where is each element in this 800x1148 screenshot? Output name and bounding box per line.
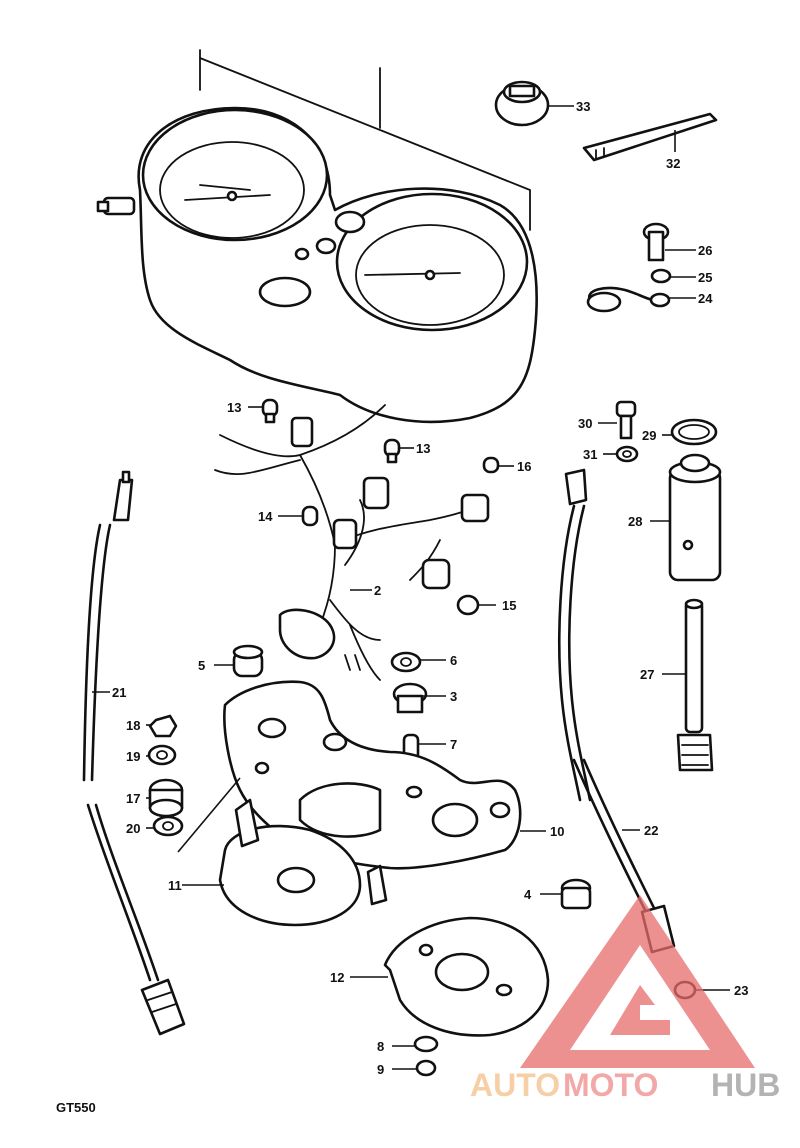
callout-21: 21 (112, 685, 126, 700)
bulb-14 (301, 505, 319, 527)
model-label: GT550 (56, 1100, 96, 1115)
callout-28: 28 (628, 514, 642, 529)
washer-25 (650, 268, 672, 284)
watermark-text-c: HUB (711, 1067, 780, 1103)
cap-33 (494, 80, 550, 127)
bulb-13b (383, 438, 401, 464)
callout-2: 2 (374, 583, 381, 598)
plate-11 (218, 798, 388, 927)
callout-9: 9 (377, 1062, 384, 1077)
washer-20 (152, 815, 184, 837)
callout-11: 11 (168, 878, 182, 893)
bulb-15 (456, 594, 480, 616)
watermark-text-a: AUTO (470, 1067, 560, 1103)
callout-18: 18 (126, 718, 140, 733)
washer-19 (147, 744, 177, 766)
bulb-13a (261, 398, 279, 424)
callout-32: 32 (666, 156, 680, 171)
bracket-10 (223, 680, 522, 870)
cable-21 (82, 470, 186, 1036)
washer-6 (390, 651, 422, 673)
cushion-5 (232, 644, 264, 678)
callout-14: 14 (258, 509, 273, 524)
callout-20: 20 (126, 821, 140, 836)
screw-9 (415, 1059, 437, 1077)
grommet-17 (148, 778, 184, 818)
clip-24 (586, 286, 671, 313)
callout-22: 22 (644, 823, 658, 838)
callout-6: 6 (450, 653, 457, 668)
speedometer (141, 108, 329, 242)
shield-12 (383, 916, 550, 1037)
callout-31: 31 (583, 447, 597, 462)
bulb-16 (482, 456, 500, 474)
shaft-27 (676, 598, 714, 772)
watermark: AUTO MOTO HUB (470, 895, 780, 1103)
wiring-harness (214, 404, 490, 681)
callout-labels: 33 32 26 25 24 13 13 16 30 29 31 14 28 2… (112, 99, 748, 1077)
cushion-4 (560, 878, 592, 910)
leader-lines (92, 105, 730, 1070)
callout-30: 30 (578, 416, 592, 431)
watermark-logo-inner (610, 985, 670, 1035)
callout-29: 29 (642, 428, 656, 443)
callout-19: 19 (126, 749, 140, 764)
callout-8: 8 (377, 1039, 384, 1054)
bolt-26 (642, 222, 670, 262)
callout-23: 23 (734, 983, 748, 998)
tachometer (335, 192, 529, 332)
callout-10: 10 (550, 824, 564, 839)
callout-24: 24 (698, 291, 713, 306)
watermark-text-b: MOTO (563, 1067, 658, 1103)
callout-5: 5 (198, 658, 205, 673)
strap-32 (582, 112, 718, 162)
callout-27: 27 (640, 667, 654, 682)
callout-33: 33 (576, 99, 590, 114)
ring-29 (670, 418, 718, 446)
callout-13a: 13 (227, 400, 241, 415)
gear-housing-28 (668, 453, 722, 582)
nut-3 (392, 682, 428, 714)
callout-3: 3 (450, 689, 457, 704)
callout-4: 4 (524, 887, 532, 902)
callout-7: 7 (450, 737, 457, 752)
callout-15: 15 (502, 598, 516, 613)
callout-17: 17 (126, 791, 140, 806)
bolt-30 (615, 400, 637, 440)
callout-13b: 13 (416, 441, 430, 456)
washer-31 (615, 445, 639, 463)
callout-12: 12 (330, 970, 344, 985)
watermark-logo-triangle (520, 895, 755, 1068)
callout-25: 25 (698, 270, 712, 285)
callout-16: 16 (517, 459, 531, 474)
washer-8 (413, 1035, 439, 1053)
meter-housing (96, 49, 538, 424)
nut-18 (148, 714, 178, 738)
callout-26: 26 (698, 243, 712, 258)
